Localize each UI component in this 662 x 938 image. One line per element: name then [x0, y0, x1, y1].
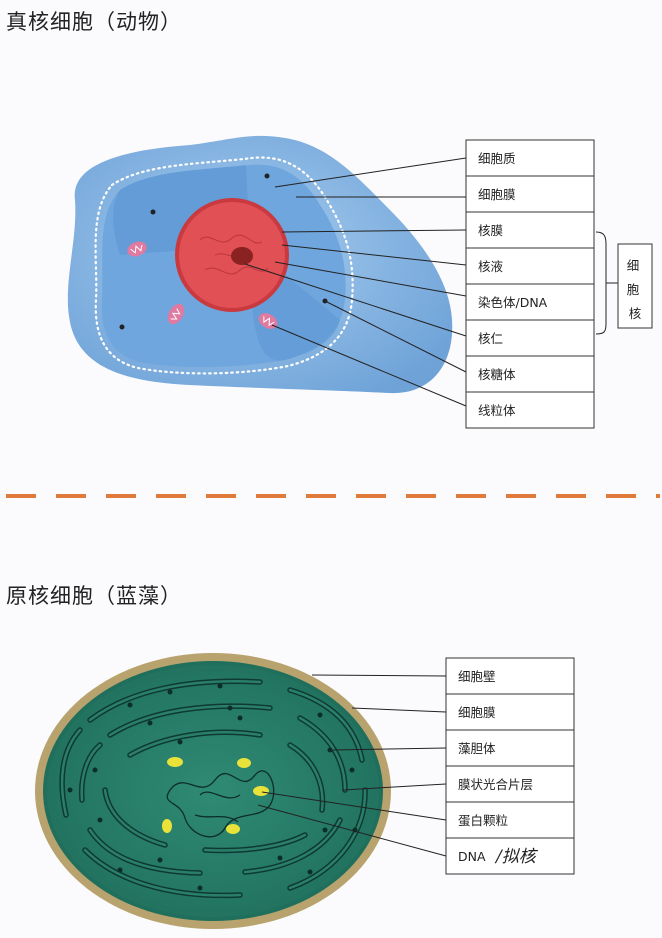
nucleus-bracket [595, 231, 607, 335]
label-cell-membrane: 细胞膜 [478, 187, 516, 202]
prokaryote-leader-lines [257, 674, 447, 857]
label-nuclear-envelope: 核膜 [478, 223, 503, 238]
prokaryote-labels: 细胞壁 细胞膜 藻胆体 膜状光合片层 蛋白颗粒 DNA /拟核 [445, 657, 575, 875]
label-mitochondrion: 线粒体 [478, 403, 516, 418]
eukaryote-labels: 细胞质 细胞膜 核膜 核液 染色体/DNA 核仁 核糖体 线粒体 细 胞 核 [465, 139, 653, 429]
prokaryotic-cell [35, 653, 391, 929]
label-ribosome: 核糖体 [478, 367, 516, 382]
cytoplasm-prokaryote [47, 665, 379, 917]
ribosome [264, 173, 270, 179]
label-nucleoplasm: 核液 [478, 259, 504, 274]
nucleolus [231, 247, 253, 265]
cell-membrane [94, 156, 354, 375]
phycobilisomes [67, 683, 358, 891]
handwritten-note-nucleoid: /拟核 [494, 847, 539, 867]
label-cytoplasm: 细胞质 [478, 151, 516, 166]
label-nucleolus: 核仁 [478, 331, 503, 346]
eukaryotic-cell [67, 135, 453, 394]
prokaryote-title: 原核细胞（蓝藻） [6, 584, 182, 608]
ribosome [150, 209, 156, 215]
ribosome [119, 324, 125, 330]
label-phycobilisome: 藻胆体 [458, 741, 496, 756]
nucleoid-dna [166, 770, 275, 838]
label-chromosome-dna: 染色体/DNA [478, 295, 548, 310]
label-cell-membrane: 细胞膜 [458, 705, 496, 720]
eukaryote-title: 真核细胞（动物） [6, 10, 182, 34]
mitochondrion [167, 303, 185, 325]
protein-granules [162, 757, 269, 834]
label-nucleus-group: 细 胞 核 [627, 258, 644, 321]
label-protein-granule: 蛋白颗粒 [458, 813, 508, 828]
label-thylakoid-lamellae: 膜状光合片层 [458, 777, 533, 792]
label-cell-wall: 细胞壁 [458, 669, 496, 684]
eukaryote-leader-lines [244, 157, 467, 407]
mitochondrion [127, 241, 147, 257]
label-dna: DNA [458, 849, 486, 864]
